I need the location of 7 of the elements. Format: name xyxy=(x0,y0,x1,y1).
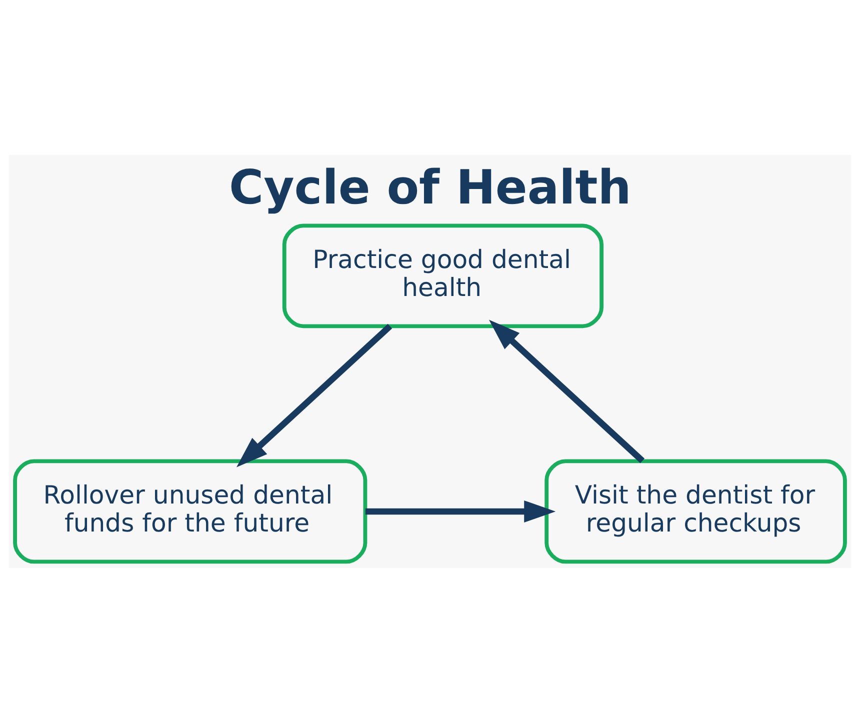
node-box: Rollover unused dental funds for the future xyxy=(13,458,368,564)
arrow xyxy=(236,323,392,467)
arrow xyxy=(488,319,645,463)
diagram-title: Cycle of Health xyxy=(228,160,632,216)
node-box: Practice good dental health xyxy=(282,223,604,328)
arrow xyxy=(365,500,556,522)
node-box: Visit the dentist for regular checkups xyxy=(544,458,847,564)
